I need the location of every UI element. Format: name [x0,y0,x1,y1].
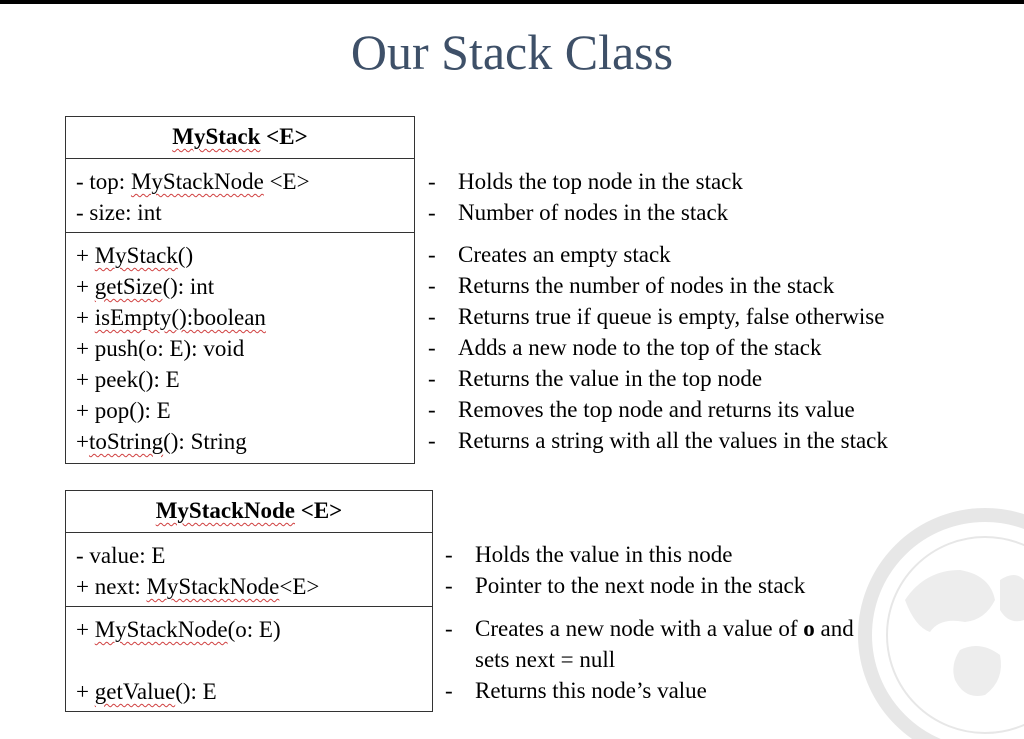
mystacknode-class-name-main: MyStackNode [155,498,295,523]
description-item: -Removes the top node and returns its va… [428,397,855,422]
mystacknode-methods-section: + MyStackNode(o: E) + getValue(): E [66,606,432,707]
mystacknode-field-next: + next: MyStackNode<E> [76,574,320,599]
description-item: -Returns a string with all the values in… [428,428,888,453]
description-item: -Holds the value in this node [445,542,733,567]
mystack-class-name: MyStack <E> [66,117,414,158]
description-item: -Creates a new node with a value of o an… [445,616,854,641]
mystack-class-name-main: MyStack [172,124,261,149]
description-item: -Number of nodes in the stack [428,200,729,225]
description-item: -Returns this node’s value [445,678,707,703]
mystack-method: + push(o: E): void [76,336,245,361]
mystacknode-field-descriptions: -Holds the value in this node -Pointer t… [445,539,805,601]
description-item: -Returns the value in the top node [428,366,763,391]
mystack-method: + pop(): E [76,398,171,423]
mystacknode-method: + getValue(): E [76,679,217,704]
mystacknode-method: + MyStackNode(o: E) [76,617,281,642]
mystack-fields-section: - top: MyStackNode <E> - size: int [66,158,414,232]
slide-title: Our Stack Class [350,24,674,80]
mystack-method: + MyStack() [76,243,194,268]
description-item: -Adds a new node to the top of the stack [428,335,822,360]
mystack-class-box: MyStack <E> - top: MyStackNode <E> - siz… [65,116,415,464]
method-spacer [76,645,432,676]
mystack-method: +toString(): String [76,429,247,454]
description-item-continuation: sets next = null [475,647,616,672]
mystacknode-class-name-generic: <E> [294,498,343,523]
mystacknode-fields-section: - value: E + next: MyStackNode<E> [66,532,432,606]
mystack-field-size: - size: int [76,200,162,225]
mystacknode-field-value: - value: E [76,543,166,568]
slide-top-border [0,0,1024,4]
mystacknode-method-descriptions: -Creates a new node with a value of o an… [445,613,854,706]
mystack-method: + isEmpty():boolean [76,305,266,330]
mystack-class-name-generic: <E> [260,124,308,149]
mystack-field-descriptions: -Holds the top node in the stack -Number… [428,166,743,228]
mystack-methods-section: + MyStack() + getSize(): int + isEmpty()… [66,232,414,457]
description-item: -Returns the number of nodes in the stac… [428,273,835,298]
mystack-method-descriptions: -Creates an empty stack -Returns the num… [428,239,888,456]
mystacknode-class-name: MyStackNode <E> [66,491,432,532]
mystack-method: + getSize(): int [76,274,215,299]
description-item: -Holds the top node in the stack [428,169,743,194]
mystacknode-class-box: MyStackNode <E> - value: E + next: MySta… [65,490,433,712]
mystack-method: + peek(): E [76,367,180,392]
description-item: -Pointer to the next node in the stack [445,573,806,598]
mystack-field-top: - top: MyStackNode <E> [76,169,310,194]
description-item: -Returns true if queue is empty, false o… [428,304,885,329]
param-o: o [803,616,815,641]
description-item: -Creates an empty stack [428,242,671,267]
